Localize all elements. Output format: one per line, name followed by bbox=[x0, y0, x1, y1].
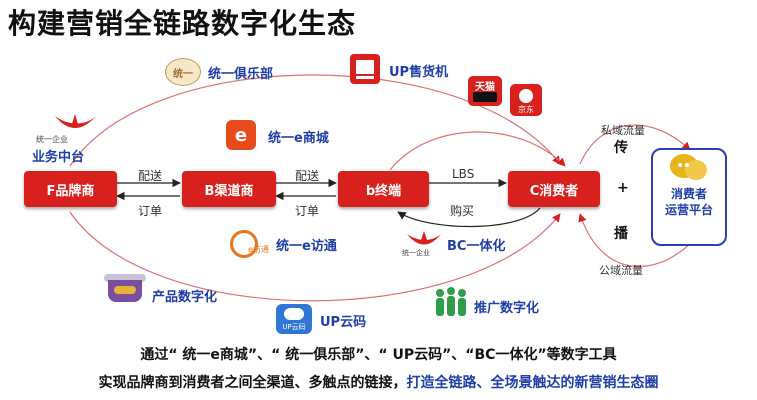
e-visit-icon: e访通 bbox=[226, 228, 270, 258]
tool-upcode-label: UP云码 bbox=[320, 315, 367, 330]
tongyi-logo-icon bbox=[55, 114, 96, 128]
tool-bc-label: BC一体化 bbox=[447, 239, 506, 254]
node-c-consumer: C消费者 bbox=[508, 171, 600, 207]
private-flow-label: 私域流量 bbox=[601, 124, 645, 137]
tmall-logo-text: 天猫 bbox=[475, 82, 495, 93]
tool-product-label: 产品数字化 bbox=[152, 290, 218, 305]
public-flow-label: 公域流量 bbox=[599, 264, 643, 277]
club-badge-text: 统一 bbox=[173, 68, 193, 80]
tool-e-mall-label: 统一e商城 bbox=[268, 131, 329, 146]
club-badge-icon: 统一 bbox=[165, 58, 201, 86]
node-b-terminal: b终端 bbox=[338, 171, 429, 207]
upcode-small-text: UP云码 bbox=[282, 323, 306, 331]
e-mall-icon: e bbox=[226, 120, 256, 150]
arc-bottom-f-to-c bbox=[69, 211, 561, 302]
arc-inner-b-to-c bbox=[389, 131, 566, 171]
jd-logo-icon: 京东 bbox=[510, 84, 542, 116]
edge-label-f-b-bottom: 订单 bbox=[138, 204, 163, 218]
consumer-platform-box bbox=[651, 148, 727, 246]
tool-club-label: 统一俱乐部 bbox=[208, 67, 274, 82]
business-center-logo-text: 统一企业 bbox=[36, 135, 68, 144]
arc-c-to-platform-top bbox=[579, 124, 691, 165]
node-f-brand: F品牌商 bbox=[24, 171, 117, 207]
chuan-label: 传 bbox=[614, 140, 628, 156]
plus-label: + bbox=[617, 180, 629, 196]
noodle-cup-icon bbox=[104, 274, 146, 304]
chat-bubbles-icon bbox=[670, 154, 707, 180]
edge-bc-bottom bbox=[397, 207, 541, 228]
tool-promo-label: 推广数字化 bbox=[474, 301, 540, 316]
business-center-label: 业务中台 bbox=[32, 150, 85, 165]
edge-label-f-b-top: 配送 bbox=[138, 169, 163, 183]
tmall-logo-icon: 天猫 bbox=[468, 76, 502, 106]
tool-e-visit-label: 统一e访通 bbox=[276, 239, 337, 254]
edge-label-bc-bottom: 购买 bbox=[450, 204, 475, 218]
platform-line1: 消费者 bbox=[670, 187, 707, 201]
up-cloud-code-icon: UP云码 bbox=[276, 304, 312, 334]
jd-logo-text: 京东 bbox=[518, 105, 534, 114]
people-group-icon bbox=[436, 287, 466, 316]
platform-label: 消费者 运营平台 bbox=[651, 186, 727, 218]
edge-label-bb-top: 配送 bbox=[295, 169, 320, 183]
page-title: 构建营销全链路数字化生态 bbox=[8, 7, 357, 40]
edge-label-bc-top: LBS bbox=[452, 167, 475, 181]
bottom-line-2: 实现品牌商到消费者之间全渠道、多触点的链接，打造全链路、全场景触达的新营销生态圈 bbox=[0, 372, 757, 392]
edge-label-bb-bottom: 订单 bbox=[295, 204, 320, 218]
bc-tongyi-logo-icon bbox=[407, 231, 441, 245]
vending-machine-icon bbox=[350, 54, 380, 84]
arc-c-to-platform-bottom bbox=[578, 213, 691, 268]
arc-top-f-to-c bbox=[69, 74, 561, 167]
bottom-line-2-highlight: 打造全链路、全场景触达的新营销生态圈 bbox=[406, 375, 659, 391]
platform-line2: 运营平台 bbox=[664, 203, 713, 217]
bottom-line-2-normal: 实现品牌商到消费者之间全渠道、多触点的链接， bbox=[98, 375, 407, 391]
tool-up-vending-label: UP售货机 bbox=[389, 65, 449, 80]
bo-label: 播 bbox=[614, 226, 628, 242]
e-visit-small-text: e访通 bbox=[248, 245, 269, 254]
node-b-channel: B渠道商 bbox=[182, 171, 276, 207]
bottom-line-1: 通过“ 统一e商城”、“ 统一俱乐部”、“ UP云码”、“BC一体化”等数字工具 bbox=[140, 347, 617, 363]
bc-logo-text: 统一企业 bbox=[402, 249, 430, 257]
